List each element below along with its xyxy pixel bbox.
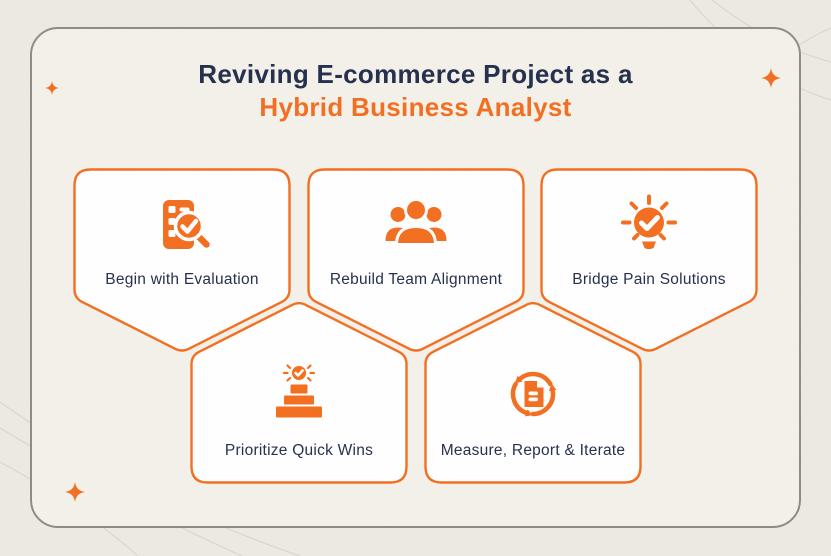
lightbulb-check-icon (621, 194, 677, 250)
card-prioritize-quick-wins: Prioritize Quick Wins (190, 301, 408, 484)
title-line-2: Hybrid Business Analyst (259, 92, 572, 122)
podium-check-icon (276, 364, 322, 418)
card-measure-report-iterate: Measure, Report & Iterate (424, 301, 642, 484)
team-group-icon (385, 198, 447, 246)
document-cycle-icon (510, 371, 557, 417)
page-title: Reviving E-commerce Project as a Hybrid … (0, 58, 831, 124)
card-label: Measure, Report & Iterate (440, 442, 626, 459)
card-label: Begin with Evaluation (105, 271, 259, 288)
card-label: Prioritize Quick Wins (224, 442, 374, 459)
card-label: Rebuild Team Alignment (329, 271, 503, 288)
checklist-magnifier-icon (163, 200, 210, 249)
title-line-1: Reviving E-commerce Project as a (198, 59, 633, 89)
card-label: Bridge Pain Solutions (572, 271, 726, 288)
